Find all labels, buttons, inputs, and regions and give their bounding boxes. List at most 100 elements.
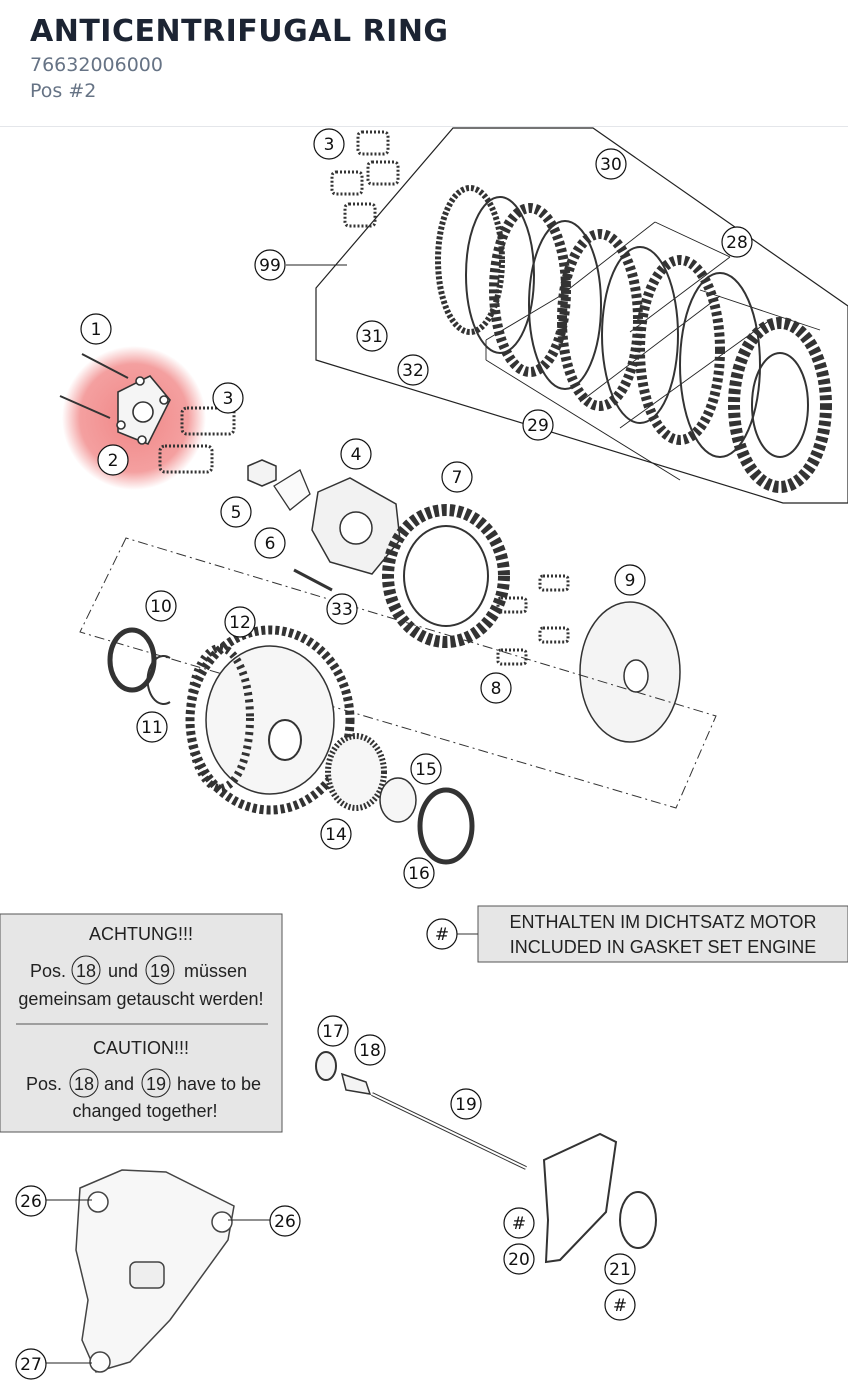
warning-heading-en: CAUTION!!! [93, 1038, 189, 1058]
callout-18 [354, 1034, 386, 1066]
callout-hash [604, 1289, 636, 1321]
callout-99 [254, 249, 286, 281]
callout-5 [220, 496, 252, 528]
position-label: Pos #2 [30, 80, 97, 102]
callout-1 [80, 313, 112, 345]
callout-28 [721, 226, 753, 258]
callout-label: 3 [324, 135, 335, 155]
ref-18-en: 18 [74, 1074, 94, 1094]
callout-label: 7 [452, 468, 463, 488]
spring-group-middle [158, 406, 236, 474]
callout-6 [254, 527, 286, 559]
clutch-basket-outline [79, 537, 717, 809]
callout-2 [97, 444, 129, 476]
header: ANTICENTRIFUGAL RING 76632006000 Pos #2 [0, 0, 848, 127]
ref-badge-19 [145, 955, 175, 985]
callout-label: # [512, 1214, 526, 1234]
primary-gear [325, 733, 387, 811]
callout-3 [313, 128, 345, 160]
callout-20 [503, 1243, 535, 1275]
warning-line2-en: changed together! [72, 1101, 217, 1121]
clutch-discs [435, 185, 832, 493]
needle-bearing [379, 777, 417, 823]
nut [247, 459, 277, 487]
callout-label: 12 [229, 613, 251, 633]
callout-31 [356, 320, 388, 352]
callout-hash [503, 1207, 535, 1239]
circlip [146, 655, 171, 705]
callout-label: 8 [491, 679, 502, 699]
warning-mussen: müssen [184, 961, 247, 981]
warning-und: und [108, 961, 138, 981]
callout-17 [317, 1015, 349, 1047]
ref-18-de: 18 [76, 961, 96, 981]
callout-30 [595, 148, 627, 180]
push-rod-inner [371, 1093, 527, 1169]
callout-label: 1 [91, 320, 102, 340]
callout-15 [410, 753, 442, 785]
callout-19 [450, 1088, 482, 1120]
part-number: 76632006000 [30, 54, 163, 76]
callout-label: 30 [600, 155, 622, 175]
bolts [59, 353, 129, 419]
gasket-note-line1: ENTHALTEN IM DICHTSATZ MOTOR [509, 912, 816, 932]
callout-16 [403, 857, 435, 889]
callout-7 [441, 461, 473, 493]
callout-hash [426, 918, 458, 950]
callout-label: 28 [726, 233, 748, 253]
lock-washer [273, 469, 311, 511]
callout-label: 5 [231, 503, 242, 523]
callout-10 [145, 590, 177, 622]
callout-3 [212, 382, 244, 414]
pressure-plate [579, 601, 681, 743]
callout-29 [522, 409, 554, 441]
callout-label: 31 [361, 327, 383, 347]
callout-26 [15, 1185, 47, 1217]
warning-heading-de: ACHTUNG!!! [89, 924, 193, 944]
callout-labels: 3 30 28 99 31 32 29 1 2 3 4 5 6 7 33 9 8… [20, 135, 748, 1375]
pin [293, 568, 333, 592]
callout-label: 17 [322, 1022, 344, 1042]
callout-14 [320, 818, 352, 850]
slave-cylinder-cover [75, 1169, 235, 1373]
ref-19-de: 19 [150, 961, 170, 981]
part-title: ANTICENTRIFUGAL RING [30, 14, 449, 49]
gasket-note-box [477, 905, 848, 963]
outer-basket [185, 625, 355, 815]
callout-label: 2 [108, 451, 119, 471]
thrust-washer [417, 787, 475, 865]
shaft-seal [315, 1051, 337, 1081]
anticentrifugal-ring-plate [116, 375, 171, 446]
callout-21 [604, 1253, 636, 1285]
callout-11 [136, 711, 168, 743]
callout-label: 99 [259, 256, 281, 276]
callout-label: # [435, 925, 449, 945]
callout-27 [15, 1348, 47, 1380]
warning-pos-de: Pos. [30, 961, 66, 981]
callout-26 [269, 1205, 301, 1237]
callout-label: 3 [223, 389, 234, 409]
ref-19-en: 19 [146, 1074, 166, 1094]
callout-33 [326, 593, 358, 625]
inner-basket [382, 504, 510, 648]
callout-label: 26 [20, 1192, 42, 1212]
clutch-pack-outline [315, 127, 848, 504]
callout-label: 10 [150, 597, 172, 617]
callouts [15, 128, 753, 1380]
ref-badge-18 [69, 1068, 99, 1098]
pressure-pin [340, 1072, 372, 1095]
callout-label: 21 [609, 1260, 631, 1280]
warning-note-box [0, 913, 283, 1133]
gasket-note-line2: INCLUDED IN GASKET SET ENGINE [510, 937, 816, 957]
callout-label: 14 [325, 825, 347, 845]
warning-pos-en: Pos. [26, 1074, 62, 1094]
ref-badge-18 [71, 955, 101, 985]
callout-label: # [613, 1296, 627, 1316]
cover-leader-lines [46, 1199, 270, 1364]
clutch-leader-lines [485, 221, 821, 481]
callout-12 [224, 606, 256, 638]
warning-and: and [104, 1074, 134, 1094]
callout-label: 6 [265, 534, 276, 554]
callout-label: 4 [351, 445, 362, 465]
callout-label: 32 [402, 361, 424, 381]
